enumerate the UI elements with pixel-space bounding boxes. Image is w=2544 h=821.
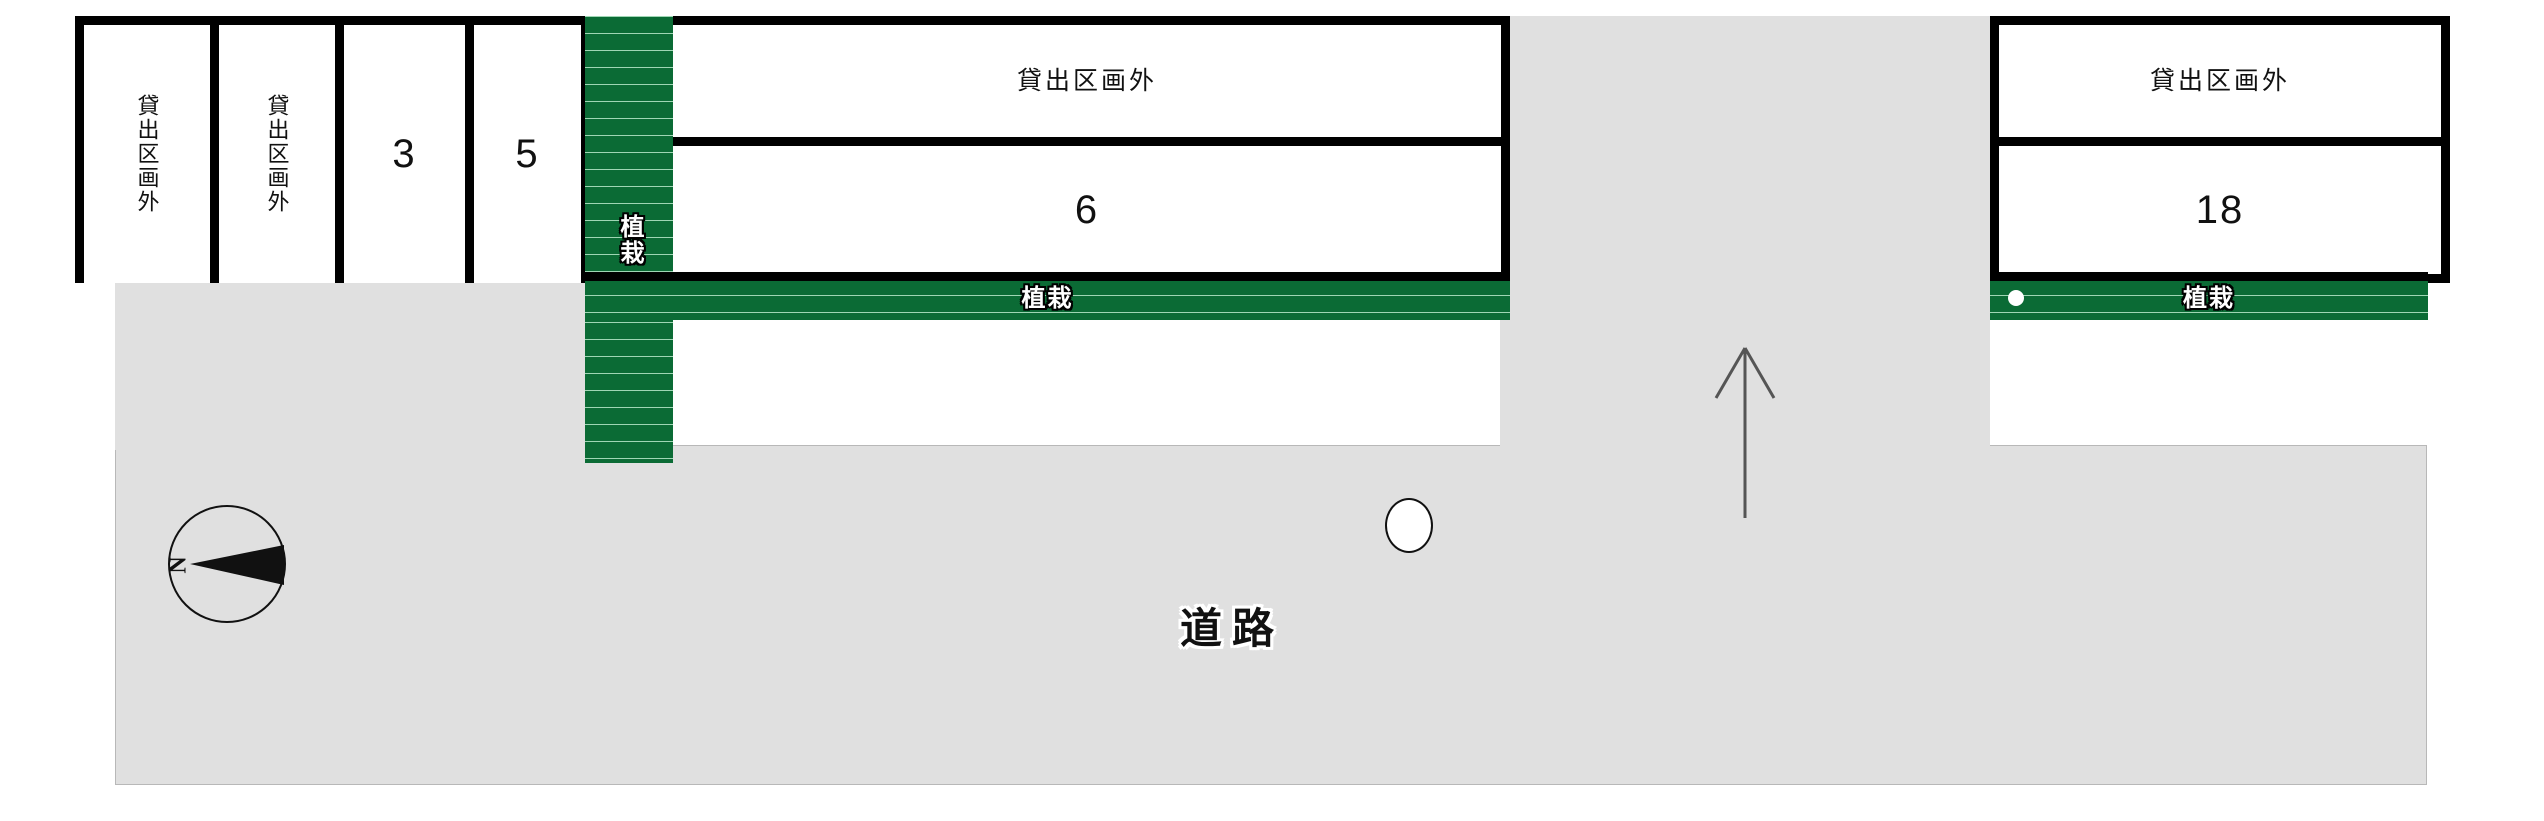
planting-horizontal-right-label: 植栽 <box>2183 285 2235 312</box>
right-sliver-pavement <box>1930 16 1990 456</box>
stall-left-5-label: 5 <box>515 132 540 176</box>
compass-north-label: N <box>166 556 192 574</box>
planting-horizontal-middle-label: 植栽 <box>1021 285 1074 312</box>
stall-right-out-of-rental-label: 貸出区画外 <box>2149 66 2290 95</box>
stall-right-out-of-rental[interactable]: 貸出区画外 <box>1990 16 2450 146</box>
stall-mid-out-of-rental-label: 貸出区画外 <box>1016 66 1157 95</box>
stall-left-3[interactable]: 3 <box>335 16 465 283</box>
direction-arrow-icon <box>1714 347 1776 518</box>
planting-vertical-left: 植栽 <box>585 16 673 463</box>
circle-marker <box>1385 498 1433 553</box>
stall-right-18-label: 18 <box>2195 188 2245 232</box>
stall-mid-out-of-rental[interactable]: 貸出区画外 <box>673 16 1510 146</box>
planting-horizontal-middle: 植栽 <box>585 278 1510 320</box>
dot-marker <box>2008 290 2024 306</box>
compass-rose <box>168 505 286 623</box>
stall-left-2[interactable]: 貸出区画外 <box>210 16 335 283</box>
stall-mid-6[interactable]: 6 <box>673 146 1510 283</box>
stall-left-1[interactable]: 貸出区画外 <box>75 16 210 283</box>
road-label: 道路 <box>1180 605 1285 652</box>
stall-left-1-label: 貸出区画外 <box>134 94 160 214</box>
road-area <box>115 445 2427 785</box>
planting-right-top-edge <box>1990 272 2428 281</box>
stall-left-5[interactable]: 5 <box>465 16 590 283</box>
compass-needle-icon <box>190 545 284 585</box>
stall-right-18[interactable]: 18 <box>1990 146 2450 283</box>
stall-mid-6-label: 6 <box>1074 188 1100 232</box>
left-apron-pavement <box>115 278 585 450</box>
planting-horizontal-right: 植栽 <box>1990 278 2428 320</box>
planting-middle-top-edge <box>585 272 1510 281</box>
planting-vertical-left-label: 植栽 <box>616 213 643 266</box>
stall-left-2-label: 貸出区画外 <box>264 94 290 214</box>
central-driveway-pavement <box>1500 16 1986 456</box>
stall-left-3-label: 3 <box>392 132 417 176</box>
